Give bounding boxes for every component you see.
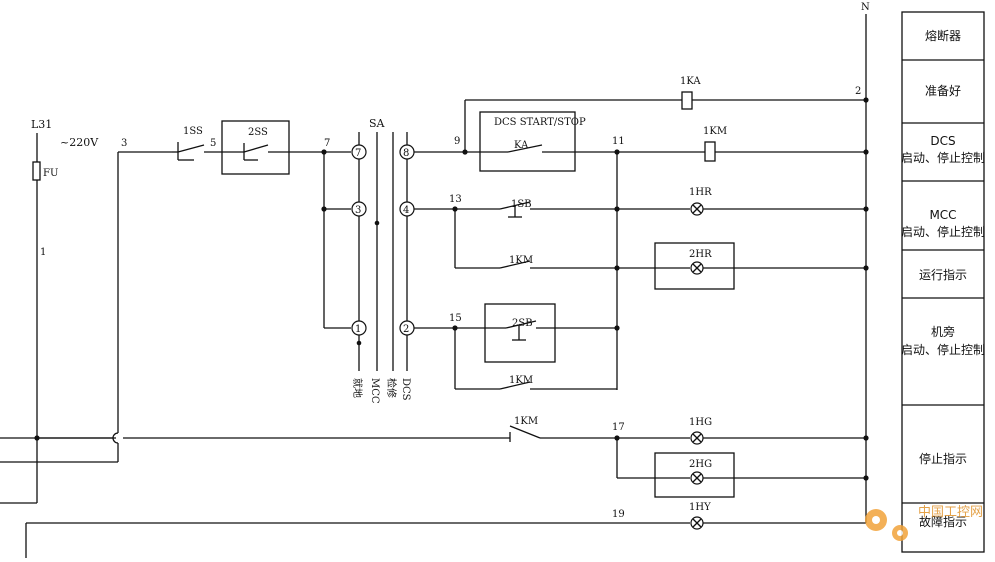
- voltage-label: ~220V: [60, 136, 99, 149]
- button-2sb-label: 2SB: [512, 318, 533, 329]
- side-panel-dcs-title: DCS: [930, 134, 955, 148]
- lamp-1hy-label: 1HY: [689, 502, 711, 513]
- node-label-5: 5: [210, 138, 216, 149]
- switch-1ss-label: 1SS: [183, 126, 203, 137]
- side-panel-mcc-title: MCC: [929, 208, 956, 222]
- side-panel-stop: 停止指示: [919, 451, 967, 466]
- watermark-text: 中国工控网: [918, 505, 983, 520]
- node-label-9: 9: [454, 136, 460, 147]
- ka-contact-label: KA: [514, 140, 529, 151]
- side-panel-dcs-desc: 启动、停止控制: [901, 150, 985, 165]
- switch-1ss: 1SS 5: [172, 126, 222, 161]
- node-label-2: 2: [855, 86, 861, 97]
- side-panel-fault: 故障指示: [919, 514, 967, 529]
- side-panel-local-desc: 启动、停止控制: [901, 342, 985, 357]
- sa-terminal-2-label: 2: [403, 324, 409, 335]
- node-label-1: 1: [40, 247, 46, 258]
- km-nc-label: 1KM: [514, 416, 538, 427]
- conductor-3: 3: [112, 138, 172, 462]
- rung-local: 15 2SB 1KM: [414, 303, 620, 390]
- sa-terminal-3-label: 3: [355, 205, 361, 216]
- watermark-logo: 中国工控网: [865, 505, 983, 541]
- coil-1km: [704, 141, 716, 162]
- km-aux-run-label: 1KM: [509, 255, 533, 266]
- button-1sb-label: 1SB: [511, 199, 532, 210]
- rung-stop-indication: 1KM 17 1HG 2HG: [37, 416, 869, 498]
- lamp-2hg-box: [654, 452, 735, 498]
- rung-dcs: 9 1KA 2 DCS START/STOP KA 11 1KM: [414, 76, 869, 172]
- node-label-17: 17: [612, 422, 625, 433]
- lamp-1hr-label: 1HR: [689, 187, 712, 198]
- relay-1ka-label: 1KA: [680, 76, 701, 87]
- switch-2ss: 2SS: [221, 120, 290, 175]
- fuse-label: FU: [43, 168, 58, 179]
- lamp-2hr-label: 2HR: [689, 249, 712, 260]
- dcs-start-stop-label: DCS START/STOP: [494, 117, 586, 128]
- side-panel-ready: 准备好: [925, 84, 961, 98]
- node-label-15: 15: [449, 313, 462, 324]
- sa-terminal-1: [351, 320, 367, 336]
- switch-2ss-label: 2SS: [248, 127, 268, 138]
- sa-label: SA: [369, 117, 386, 130]
- sa-position-mcc: MCC: [369, 378, 380, 404]
- rung-fault-indication: 19 1HY: [25, 502, 866, 558]
- selector-switch-sa: 7 SA 7 3 1 8 4 2 就地 MCC 检修 DCS: [289, 117, 415, 404]
- phase-label: L31: [31, 118, 52, 131]
- sa-terminal-4-label: 4: [403, 205, 409, 216]
- neutral-label: N: [861, 2, 870, 13]
- km-aux-hold-label: 1KM: [509, 375, 533, 386]
- sa-terminal-7: [351, 144, 367, 160]
- node-label-19: 19: [612, 509, 625, 520]
- sa-position-local: 就地: [351, 378, 364, 398]
- lamp-1hg-label: 1HG: [689, 417, 712, 428]
- lamp-2hg-label: 2HG: [689, 459, 712, 470]
- side-panel-mcc-desc: 启动、停止控制: [901, 224, 985, 239]
- phase-line-l31: L31 FU 1 ~220V: [0, 118, 118, 504]
- sa-terminal-3: [351, 201, 367, 217]
- node-label-7: 7: [324, 138, 330, 149]
- side-panel-running: 运行指示: [919, 267, 967, 282]
- neutral-line: N: [861, 2, 870, 523]
- fuse-symbol: [32, 161, 41, 181]
- coil-1km-label: 1KM: [703, 126, 727, 137]
- side-panel: 熔断器 准备好 DCS 启动、停止控制 MCC 启动、停止控制 运行指示 机旁 …: [901, 11, 985, 553]
- sa-position-dcs: DCS: [400, 378, 411, 401]
- button-2sb-box: [484, 303, 556, 363]
- sa-terminal-8-label: 8: [403, 148, 409, 159]
- node-label-3: 3: [121, 138, 127, 149]
- node-label-13: 13: [449, 194, 462, 205]
- side-panel-local-title: 机旁: [931, 324, 955, 339]
- sa-terminal-7-label: 7: [355, 148, 361, 159]
- node-label-11: 11: [612, 136, 625, 147]
- sa-position-maintenance: 检修: [385, 378, 398, 398]
- sa-terminal-1-label: 1: [355, 324, 361, 335]
- rung-mcc: 13 1SB 1HR 1KM 2HR: [414, 187, 869, 290]
- relay-1ka-coil: [681, 91, 693, 110]
- lamp-2hr-box: [654, 242, 735, 290]
- dcs-start-stop-box: [479, 111, 576, 172]
- side-panel-fuse: 熔断器: [925, 28, 961, 43]
